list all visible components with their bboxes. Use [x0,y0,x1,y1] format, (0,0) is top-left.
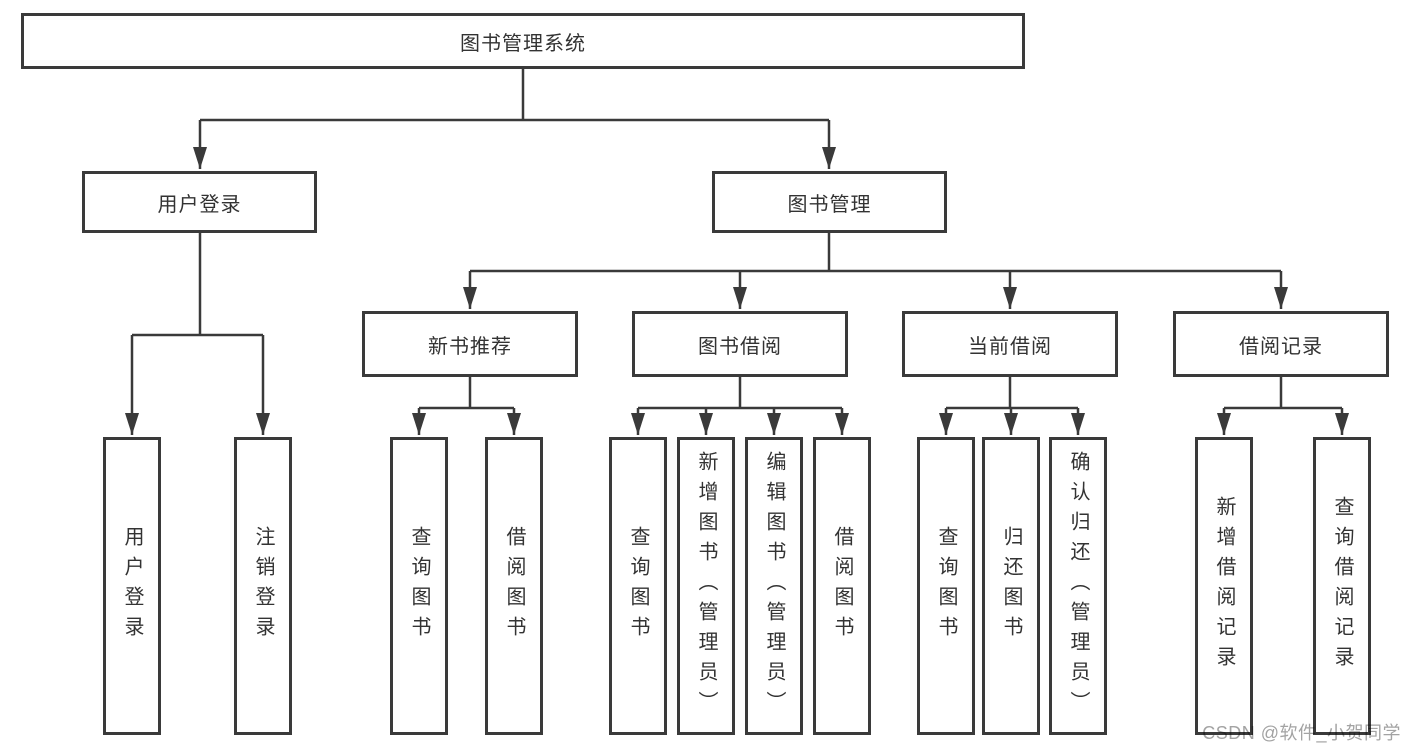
leaf-confirm-return-admin: 确认归还（管理员） [1049,437,1107,735]
leaf-borrow-books-recommend-label: 借阅图书 [503,526,525,646]
leaf-add-books-admin: 新增图书（管理员） [677,437,735,735]
leaf-add-borrow-record-label: 新增借阅记录 [1213,496,1235,676]
leaf-edit-books-admin-label: 编辑图书（管理员） [763,451,785,721]
node-book-management-module: 图书管理 [712,171,947,233]
leaf-query-borrow-record: 查询借阅记录 [1313,437,1371,735]
leaf-query-books-recommend-label: 查询图书 [408,526,430,646]
leaf-logout-label: 注销登录 [252,526,274,646]
leaf-logout: 注销登录 [234,437,292,735]
node-new-book-recommendation: 新书推荐 [362,311,578,377]
leaf-query-books-recommend: 查询图书 [390,437,448,735]
leaf-query-books-current-label: 查询图书 [935,526,957,646]
leaf-confirm-return-admin-label: 确认归还（管理员） [1067,451,1089,721]
node-borrowing-records: 借阅记录 [1173,311,1389,377]
node-root-library-system: 图书管理系统 [21,13,1025,69]
leaf-user-login-label: 用户登录 [121,526,143,646]
leaf-borrow-books-label: 借阅图书 [831,526,853,646]
leaf-borrow-books-recommend: 借阅图书 [485,437,543,735]
leaf-query-books-current: 查询图书 [917,437,975,735]
node-user-login-module: 用户登录 [82,171,317,233]
node-book-borrowing: 图书借阅 [632,311,848,377]
leaf-edit-books-admin: 编辑图书（管理员） [745,437,803,735]
leaf-return-books-label: 归还图书 [1000,526,1022,646]
csdn-watermark: CSDN @软件_小贺同学 [1202,723,1401,743]
leaf-return-books: 归还图书 [982,437,1040,735]
leaf-query-books-borrowing: 查询图书 [609,437,667,735]
leaf-user-login: 用户登录 [103,437,161,735]
leaf-add-books-admin-label: 新增图书（管理员） [695,451,717,721]
leaf-query-books-borrowing-label: 查询图书 [627,526,649,646]
leaf-query-borrow-record-label: 查询借阅记录 [1331,496,1353,676]
node-current-borrowing: 当前借阅 [902,311,1118,377]
leaf-add-borrow-record: 新增借阅记录 [1195,437,1253,735]
leaf-borrow-books: 借阅图书 [813,437,871,735]
